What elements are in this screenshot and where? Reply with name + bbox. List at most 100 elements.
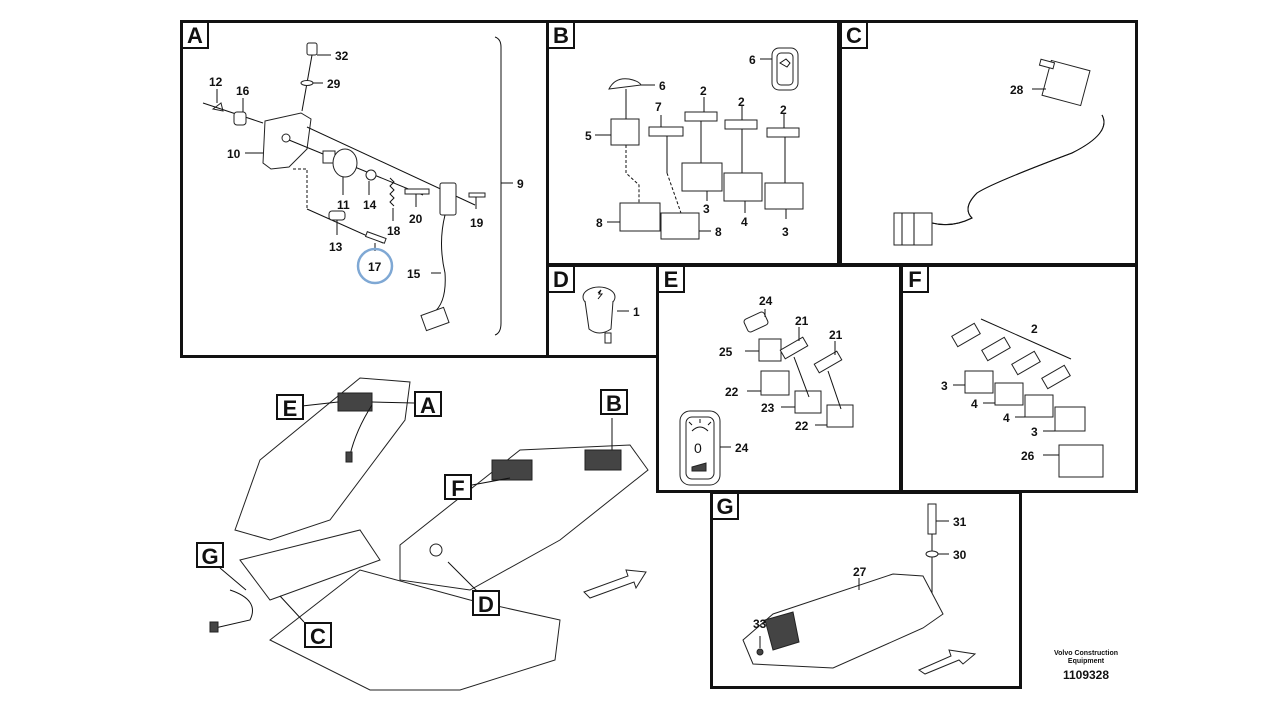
callout-12: 12 [209, 75, 223, 89]
callout-24b: 24 [735, 441, 749, 455]
panel-c-drawing: 28 [893, 58, 1105, 246]
callout-26: 26 [1021, 449, 1035, 463]
cap-f4 [1041, 364, 1071, 390]
switch-25 [758, 338, 782, 362]
callout-27: 27 [853, 565, 867, 579]
callout-2a: 2 [700, 84, 707, 98]
cap-2c [766, 127, 800, 138]
panel-d: D 1 [546, 264, 659, 358]
bracket-9 [494, 36, 502, 336]
spring-18 [389, 177, 395, 207]
callout-15: 15 [407, 267, 421, 281]
switch-5 [610, 118, 640, 146]
brand-line-2: Equipment [1067, 658, 1105, 665]
power-symbol-icon [597, 289, 604, 300]
panel-e-drawing: 24 25 21 21 22 23 22 0 24 [679, 294, 854, 486]
frame-f3a [964, 370, 994, 394]
callout-30: 30 [953, 548, 967, 562]
left-console [234, 377, 411, 541]
overview-tag-e[interactable]: E [276, 394, 304, 421]
callout-17: 17 [368, 260, 382, 274]
callout-22b: 22 [795, 419, 809, 433]
callout-31: 31 [953, 515, 967, 529]
socket-26 [1058, 444, 1104, 478]
overview-tag-a[interactable]: A [414, 391, 442, 418]
callout-2b: 2 [738, 95, 745, 109]
callout-28: 28 [1010, 83, 1024, 97]
drawing-footer: Volvo Construction Equipment 1109328 [1040, 650, 1132, 682]
overview-tag-c[interactable]: C [304, 622, 332, 649]
brand-line-1: Volvo Construction [1053, 650, 1119, 657]
callout-1: 1 [633, 305, 640, 319]
callout-4b: 4 [1003, 411, 1010, 425]
callout-11: 11 [337, 198, 350, 212]
callout-32: 32 [335, 49, 349, 63]
frame-3a [681, 162, 723, 192]
callout-2c: 2 [780, 103, 787, 117]
overview-tag-d[interactable]: D [472, 590, 500, 617]
knob-11 [332, 148, 358, 178]
toggle-switch-28 [1041, 59, 1091, 107]
panel-letter-b: B [549, 23, 575, 49]
callout-9: 9 [517, 177, 524, 191]
highlight-circle-17 [356, 247, 394, 285]
callout-3a: 3 [703, 202, 710, 216]
washer-14 [365, 169, 377, 181]
ecu-cover-g [239, 529, 381, 601]
callout-10: 10 [227, 147, 241, 161]
callout-18: 18 [387, 224, 401, 238]
frame-22b [826, 404, 854, 428]
cap-2b [724, 119, 758, 130]
panel-f: F 2 3 4 4 3 26 [900, 264, 1138, 493]
callout-20: 20 [409, 212, 423, 226]
panel-e: E 24 25 21 21 22 23 22 0 24 [656, 264, 902, 493]
sensor [439, 182, 457, 216]
panel-letter-f: F [903, 267, 929, 293]
panel-g-drawing: 31 30 27 33 [742, 503, 977, 675]
panel-letter-d: D [549, 267, 575, 293]
washer-30 [925, 550, 939, 558]
power-socket-d [429, 543, 443, 557]
callout-22a: 22 [725, 385, 739, 399]
screw-32 [306, 42, 318, 56]
panel-letter-g: G [713, 494, 739, 520]
cap-f2 [981, 336, 1011, 362]
panel-g: G 31 30 27 33 [710, 491, 1022, 689]
callout-21a: 21 [795, 314, 809, 328]
bolt-17 [364, 231, 387, 244]
callout-3b: 3 [782, 225, 789, 239]
cap-7 [648, 126, 684, 137]
callout-6b: 6 [659, 79, 666, 93]
callout-16: 16 [236, 84, 250, 98]
callout-8b: 8 [715, 225, 722, 239]
panel-a: A 9 32 29 12 16 10 11 [180, 20, 549, 358]
vent-grille [764, 611, 800, 651]
cap-2a [684, 111, 718, 122]
overview-tag-g[interactable]: G [196, 542, 224, 569]
panel-b-drawing: 6 6 5 7 2 2 2 3 4 [585, 47, 804, 240]
overview-tag-f[interactable]: F [444, 474, 472, 501]
rocker-24-small [743, 311, 769, 333]
drawing-number: 1109328 [1062, 668, 1110, 682]
callout-7: 7 [655, 100, 662, 114]
cable-15 [432, 214, 446, 314]
switch-pack-e [337, 392, 373, 412]
washer-29 [300, 80, 314, 86]
frame-23 [794, 390, 822, 414]
callout-6a: 6 [749, 53, 756, 67]
direction-arrow-overview-icon [583, 569, 647, 599]
panel-letter-e: E [659, 267, 685, 293]
bushing-16 [233, 111, 247, 126]
frame-8b [660, 212, 700, 240]
screw-19 [468, 192, 486, 198]
bracket-2 [980, 318, 1072, 360]
cover-27 [742, 573, 944, 669]
switch-pack-f [491, 459, 533, 481]
cap-f3 [1011, 350, 1041, 376]
overview-tag-b[interactable]: B [600, 389, 628, 416]
panel-d-drawing: 1 [582, 286, 640, 344]
callout-3b: 3 [1031, 425, 1038, 439]
callout-14: 14 [363, 198, 377, 212]
panel-letter-a: A [183, 23, 209, 49]
callout-25: 25 [719, 345, 733, 359]
